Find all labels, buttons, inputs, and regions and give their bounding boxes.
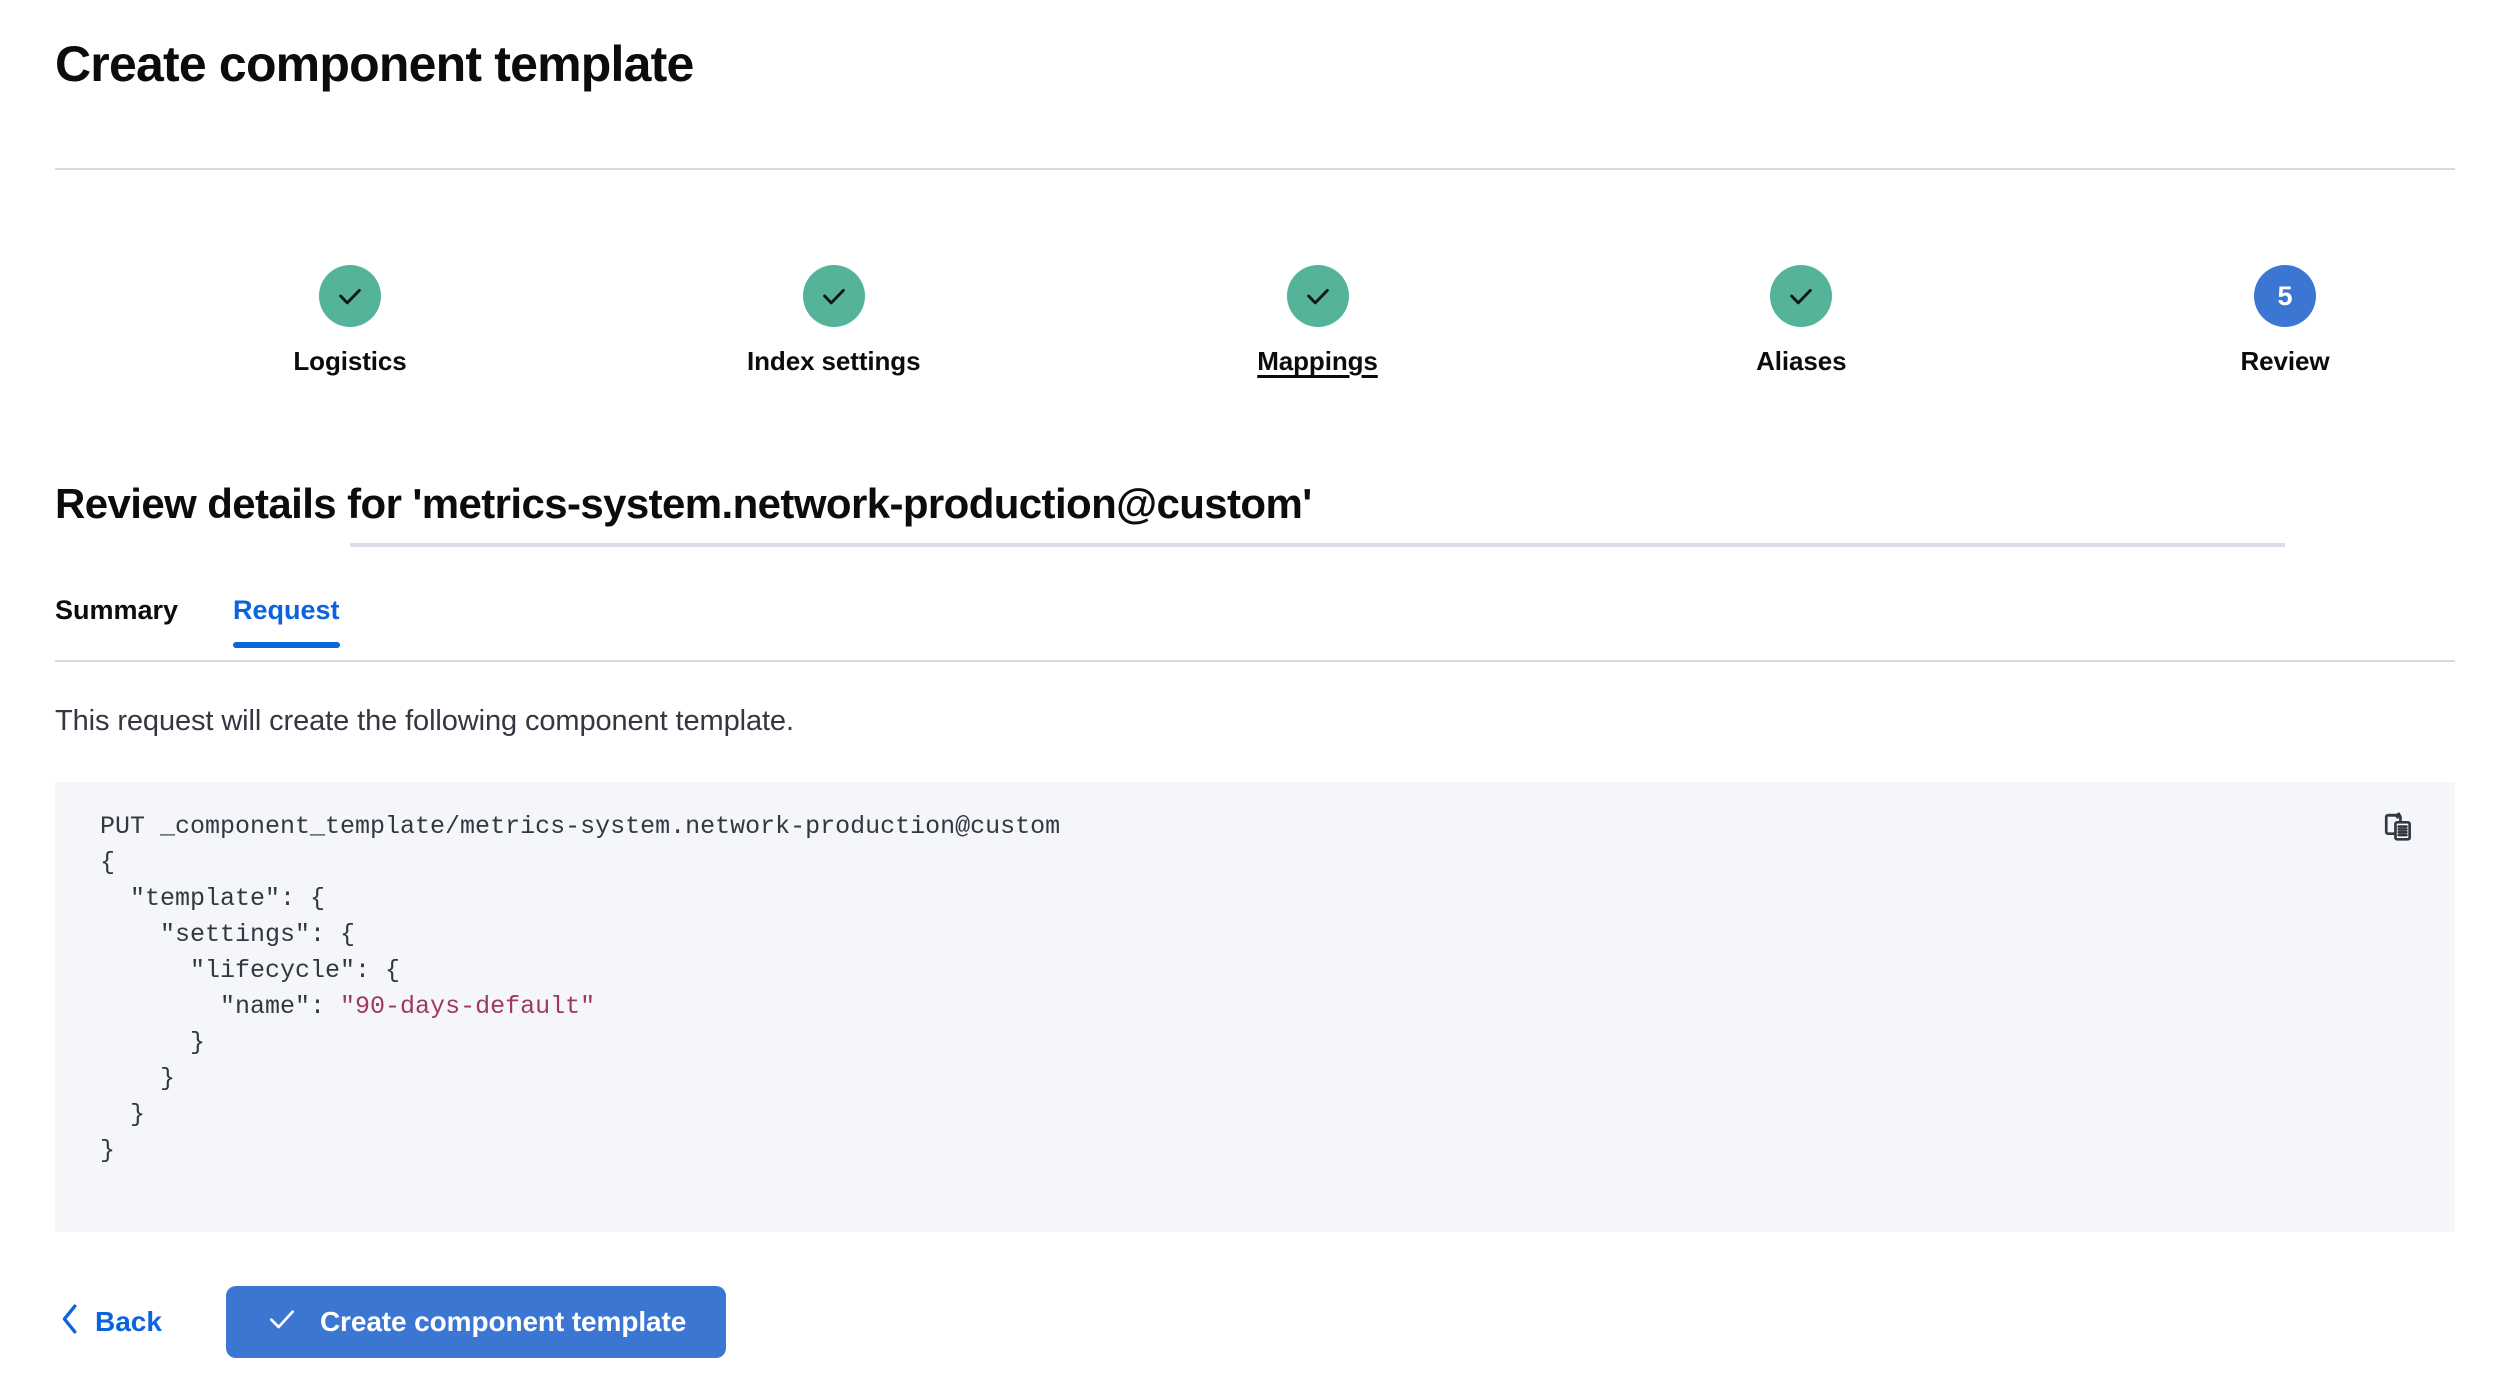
code-line: "settings": {	[100, 917, 1060, 953]
review-heading: Review details for 'metrics-system.netwo…	[55, 480, 1312, 527]
step-number: 5	[2277, 280, 2293, 311]
check-icon	[339, 288, 361, 305]
code-text: }	[100, 1064, 176, 1093]
step-label[interactable]: Logistics	[293, 346, 407, 376]
step-circle-1[interactable]	[319, 265, 381, 327]
stepper-step-index-settings[interactable]: Index settings	[624, 248, 1044, 377]
code-text: "template": {	[100, 884, 326, 913]
check-icon	[266, 1303, 298, 1342]
code-line: }	[100, 1025, 1060, 1061]
step-label[interactable]: Review	[2240, 346, 2330, 376]
create-component-template-button[interactable]: Create component template	[225, 1286, 727, 1358]
code-line: }	[100, 1133, 1060, 1169]
step-circle-5[interactable]: 5	[2254, 265, 2316, 327]
header-divider	[55, 168, 2455, 170]
step-circle-3[interactable]	[1286, 265, 1349, 327]
back-button-label: Back	[95, 1306, 162, 1337]
code-text: "name":	[100, 992, 341, 1021]
code-line: "lifecycle": {	[100, 953, 1060, 989]
step-circle-2[interactable]	[802, 265, 865, 327]
code-line: }	[100, 1061, 1060, 1097]
copy-clipboard-icon	[2384, 812, 2411, 841]
request-code-text: PUT _component_template/metrics-system.n…	[100, 809, 1060, 1169]
code-text: PUT _component_template/metrics-system.n…	[100, 812, 1061, 841]
chevron-left-icon	[59, 1303, 81, 1342]
step-label[interactable]: Aliases	[1756, 346, 1847, 376]
step-label[interactable]: Index settings	[747, 346, 921, 376]
step-label[interactable]: Mappings	[1257, 346, 1378, 376]
code-text: }	[100, 1136, 116, 1165]
stepper-connector-line	[350, 543, 2285, 547]
stepper-step-logistics[interactable]: Logistics	[140, 248, 560, 377]
request-description: This request will create the following c…	[55, 705, 794, 737]
code-text: "settings": {	[100, 920, 356, 949]
check-icon	[822, 288, 845, 305]
tab-request[interactable]: Request	[233, 595, 340, 648]
code-text: {	[100, 848, 116, 877]
code-text: "lifecycle": {	[100, 956, 401, 985]
stepper-step-mappings[interactable]: Mappings	[1108, 248, 1528, 377]
request-code-block: PUT _component_template/metrics-system.n…	[55, 782, 2455, 1232]
code-text: }	[100, 1100, 146, 1129]
code-line: "name": "90-days-default"	[100, 989, 1060, 1025]
check-icon	[1306, 288, 1329, 305]
check-icon	[1790, 288, 1813, 305]
code-line: {	[100, 845, 1060, 881]
create-button-label: Create component template	[319, 1306, 687, 1337]
page-title: Create component template	[55, 36, 694, 92]
code-line: }	[100, 1097, 1060, 1133]
tab-summary[interactable]: Summary	[55, 595, 179, 625]
tabs-divider	[55, 660, 2455, 662]
review-tabs: Summary Request	[55, 595, 2455, 665]
back-button[interactable]: Back	[55, 1295, 166, 1350]
code-line: "template": {	[100, 881, 1060, 917]
copy-icon[interactable]	[2371, 800, 2427, 856]
code-text: }	[100, 1028, 206, 1057]
code-line: PUT _component_template/metrics-system.n…	[100, 809, 1060, 845]
footer-actions: Back Create component template	[55, 1285, 727, 1359]
step-circle-4[interactable]	[1770, 265, 1833, 327]
code-string-literal: "90-days-default"	[340, 992, 596, 1021]
stepper-step-aliases[interactable]: Aliases	[1591, 248, 2011, 377]
